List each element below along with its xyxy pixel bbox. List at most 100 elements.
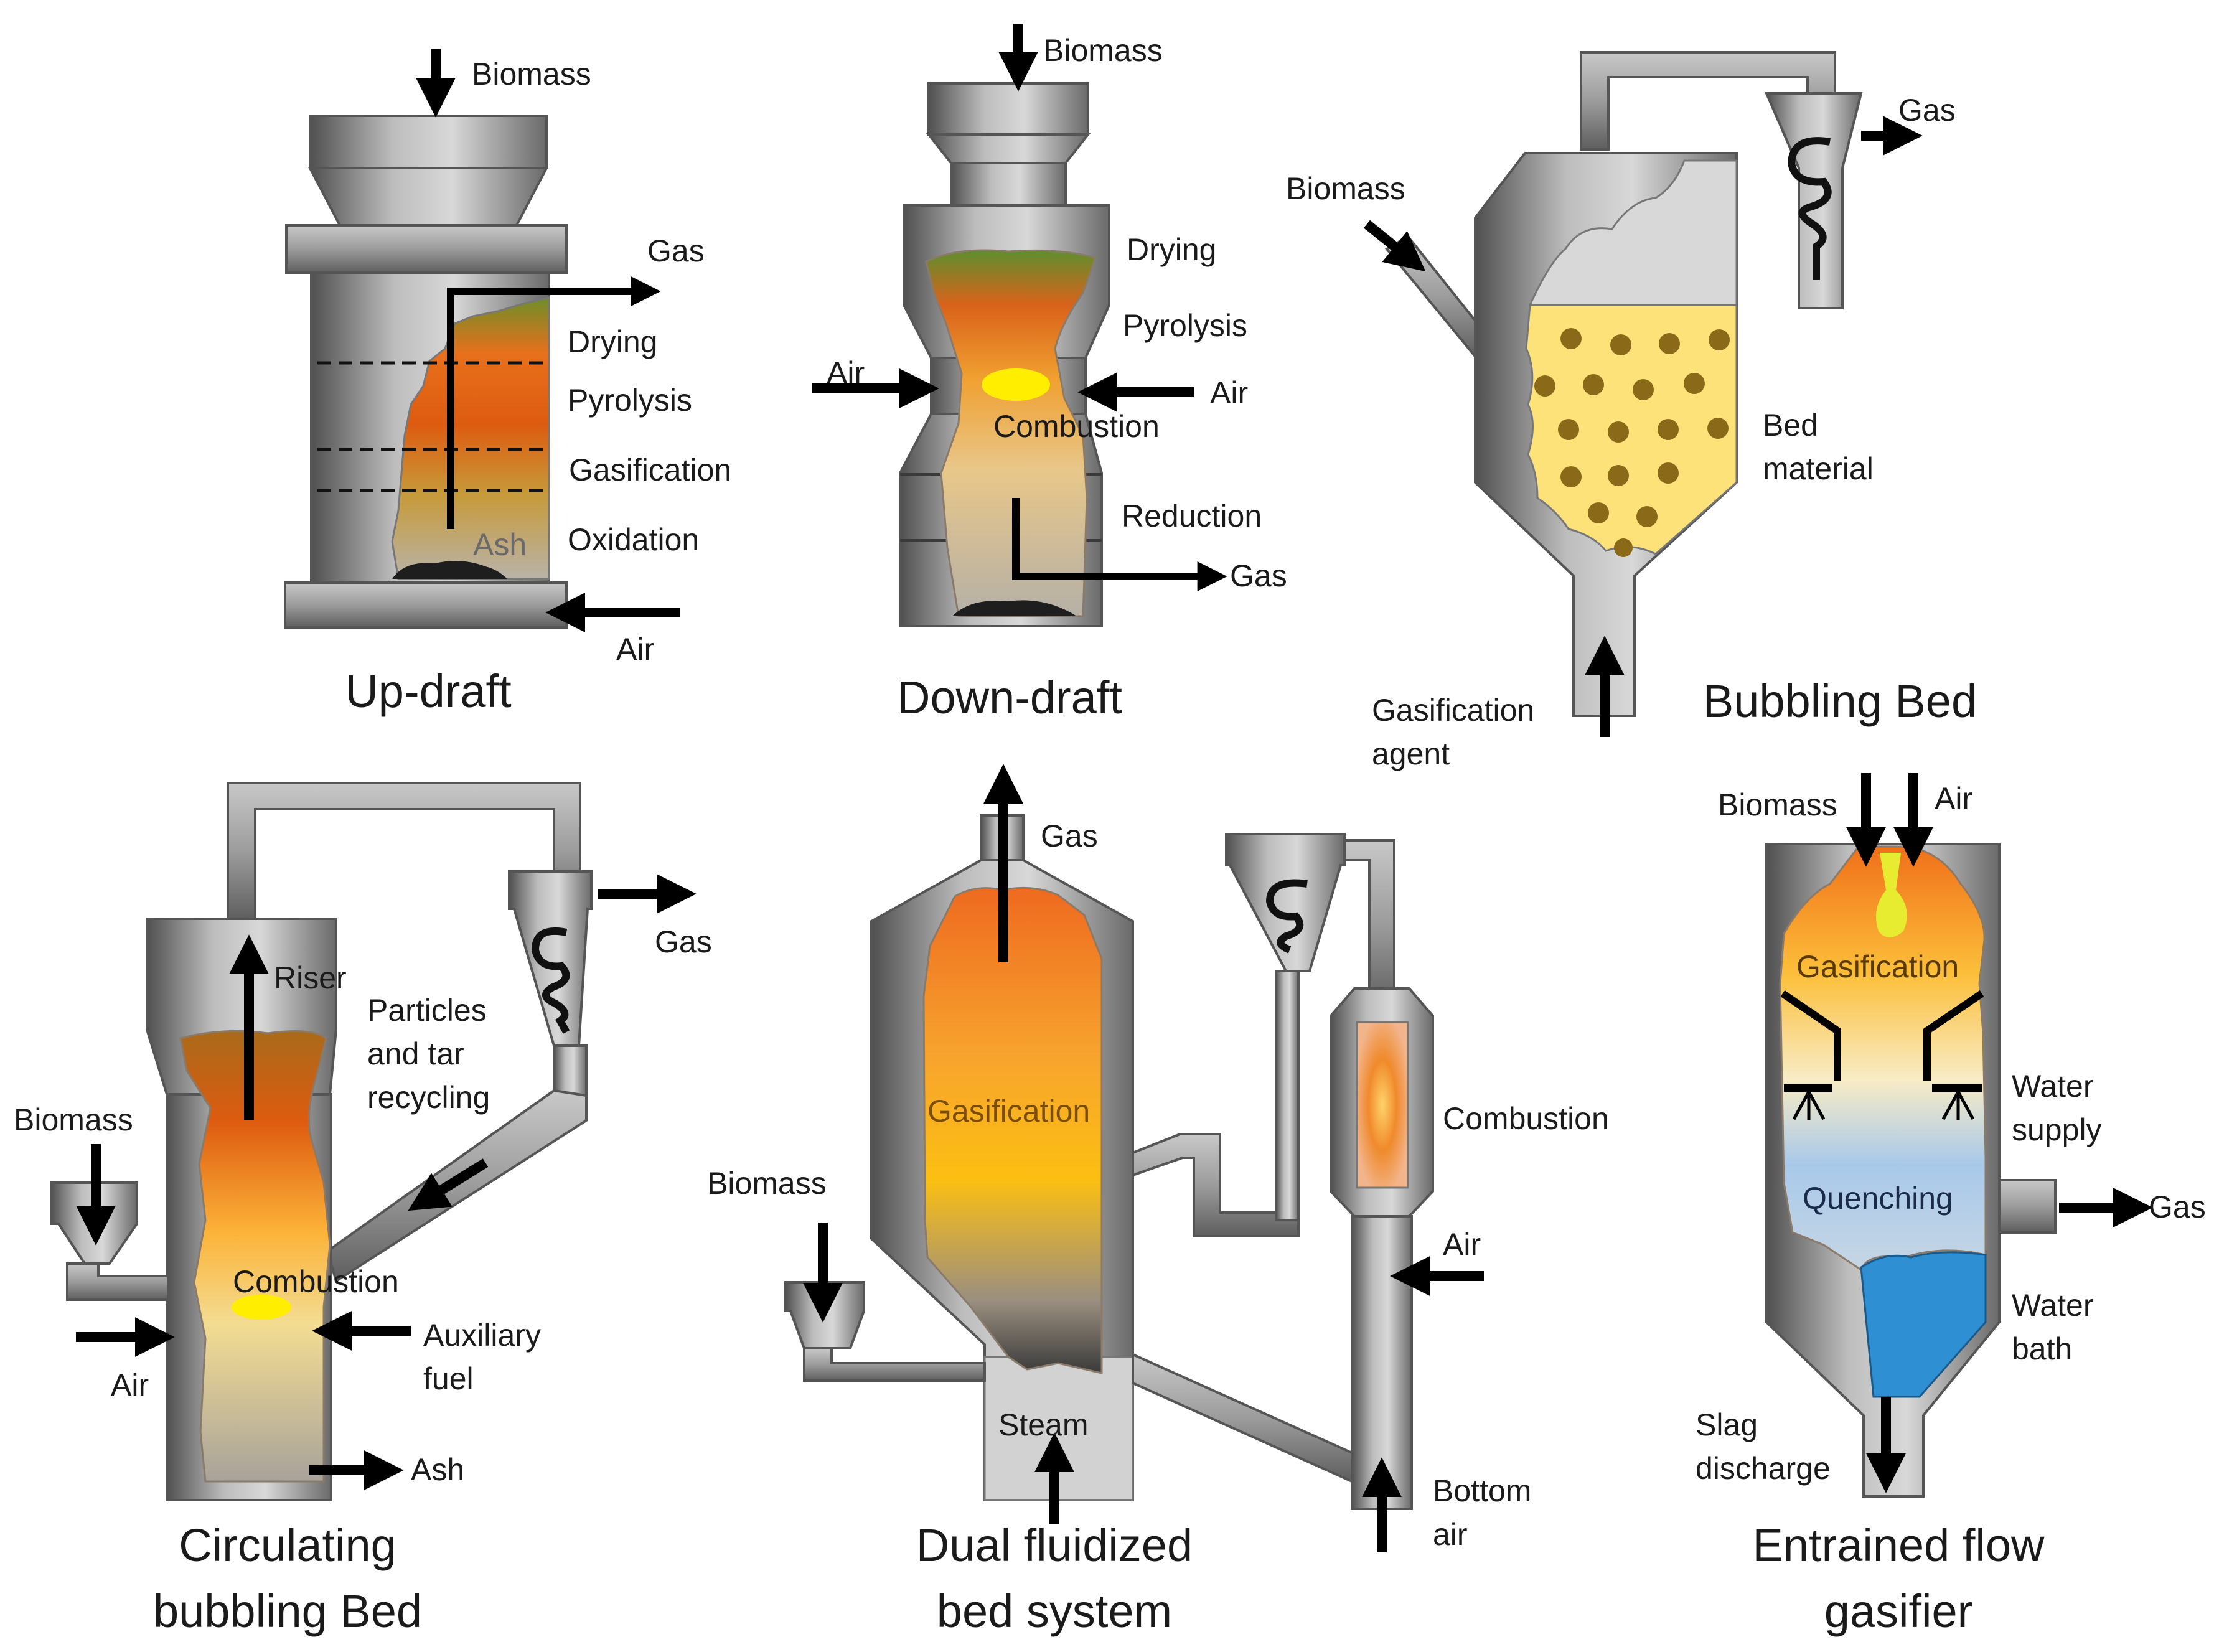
updraft-gasifier: Biomass Gas Drying Pyrolysis Gasificatio… <box>284 49 731 717</box>
bubbling-cyclone <box>1764 92 1863 309</box>
dual-air-label: Air <box>1443 1227 1481 1262</box>
updraft-ash-pile <box>392 561 507 579</box>
dual-title-2: bed system <box>937 1585 1172 1637</box>
entrained-baffle-right <box>1923 990 1984 1081</box>
circulating-title-2: bubbling Bed <box>153 1585 422 1637</box>
updraft-drying-label: Drying <box>568 324 657 359</box>
downdraft-biomass-label: Biomass <box>1043 33 1163 68</box>
circulating-cyclone <box>508 870 593 1047</box>
bubbling-bed-particles <box>1534 328 1730 557</box>
circulating-gas-label: Gas <box>655 924 712 959</box>
circulating-biomass-label: Biomass <box>14 1102 133 1137</box>
dual-steam-box <box>983 1356 1134 1501</box>
circulating-reaction-zone <box>179 1030 331 1483</box>
updraft-base <box>284 581 568 629</box>
entrained-flow-gasifier: Biomass Air Gasification Water supply Qu… <box>1696 773 2206 1637</box>
entrained-quenching-label: Quenching <box>1803 1181 1953 1216</box>
updraft-pyrolysis-label: Pyrolysis <box>568 383 692 418</box>
dual-bottom-air-label-1: Bottom <box>1433 1473 1531 1508</box>
downdraft-hopper-cone <box>926 133 1091 164</box>
dual-combustor-glow <box>1356 1021 1409 1189</box>
downdraft-reaction-zone <box>925 249 1097 617</box>
updraft-ash-label: Ash <box>473 527 527 562</box>
circulating-aux-label-2: fuel <box>423 1361 474 1396</box>
dual-biomass-label: Biomass <box>707 1166 827 1201</box>
bubbling-agent-label-2: agent <box>1372 736 1450 771</box>
entrained-slag-label-1: Slag <box>1696 1407 1758 1442</box>
bubbling-cyclone-spiral <box>1787 137 1832 280</box>
entrained-water-bath <box>1860 1251 1987 1398</box>
entrained-water-supply-label-2: supply <box>2012 1112 2102 1147</box>
circulating-recycle-label-1: Particles <box>367 993 487 1028</box>
circulating-bed-gasifier: Riser Particles and tar recycling Gas Bi… <box>14 782 712 1637</box>
updraft-hopper-cone <box>307 167 549 227</box>
downdraft-title: Down-draft <box>897 672 1122 723</box>
circulating-recycle-label-3: recycling <box>367 1080 490 1115</box>
circulating-title-1: Circulating <box>179 1519 396 1571</box>
bubbling-biomass-arrow <box>1363 220 1426 272</box>
bubbling-agent-label-1: Gasification <box>1372 693 1534 728</box>
updraft-flange <box>285 224 568 274</box>
updraft-air-label: Air <box>616 632 654 667</box>
entrained-biomass-label: Biomass <box>1718 787 1837 822</box>
circulating-ash-label: Ash <box>411 1452 464 1487</box>
downdraft-hopper-top <box>927 82 1089 136</box>
entrained-reaction-zone <box>1779 845 1987 1272</box>
updraft-gasification-label: Gasification <box>569 453 731 487</box>
circulating-recycle-label-2: and tar <box>367 1036 464 1071</box>
updraft-hopper-top <box>309 115 548 169</box>
entrained-title-2: gasifier <box>1824 1585 1973 1637</box>
bubbling-bed-label-2: material <box>1763 451 1874 486</box>
dual-cyclone-leg <box>1275 970 1300 1221</box>
entrained-air-label: Air <box>1935 781 1972 816</box>
downdraft-gasifier: Biomass Drying Pyrolysis Air Air Combust… <box>812 24 1287 723</box>
entrained-title-1: Entrained flow <box>1753 1519 2045 1571</box>
entrained-spray-nozzles <box>1792 1091 1975 1120</box>
entrained-water-bath-label-1: Water <box>2012 1288 2094 1323</box>
circulating-aux-label-1: Auxiliary <box>423 1318 541 1353</box>
entrained-gasification-label: Gasification <box>1796 949 1959 984</box>
downdraft-reduction-label: Reduction <box>1122 499 1262 533</box>
dual-title-1: Dual fluidized <box>916 1519 1193 1571</box>
bubbling-title: Bubbling Bed <box>1703 675 1977 727</box>
circulating-recycle-arrow <box>408 1158 489 1211</box>
dual-steam-label: Steam <box>998 1407 1089 1442</box>
dual-fluidized-bed: Gas Gasification Biomass Steam Combustio… <box>707 764 1609 1637</box>
dual-bottom-air-label-2: air <box>1433 1517 1468 1552</box>
downdraft-gas-label: Gas <box>1230 558 1287 593</box>
entrained-water-bath-label-2: bath <box>2012 1331 2072 1366</box>
dual-cyclone-spiral <box>1265 879 1308 954</box>
circulating-riser-label: Riser <box>274 960 347 995</box>
dual-crossover-pipe <box>1132 1133 1300 1237</box>
downdraft-gas-path <box>1012 498 1227 591</box>
dual-combustor-riser <box>1351 1215 1413 1510</box>
circulating-air-label: Air <box>111 1368 149 1402</box>
entrained-slag-label-2: discharge <box>1696 1451 1831 1486</box>
downdraft-combustion-label: Combustion <box>993 409 1160 444</box>
entrained-flame-core <box>1876 853 1907 937</box>
downdraft-air-left-label: Air <box>827 355 865 390</box>
updraft-gas-path <box>447 276 661 529</box>
downdraft-drying-label: Drying <box>1127 232 1216 267</box>
dual-return-pipe <box>1132 1352 1353 1484</box>
updraft-title: Up-draft <box>345 665 512 717</box>
dual-combustion-label: Combustion <box>1443 1101 1609 1136</box>
dual-combustor-cyclone <box>1225 833 1346 972</box>
downdraft-pyrolysis-label: Pyrolysis <box>1123 308 1247 343</box>
bubbling-biomass-label: Biomass <box>1286 171 1405 206</box>
updraft-biomass-label: Biomass <box>472 57 591 92</box>
downdraft-neck <box>950 162 1067 207</box>
circulating-cyclone-spiral <box>531 927 570 1034</box>
bubbling-bed-gasifier: Biomass Gas Bed material Gasification ag… <box>1286 51 1977 771</box>
updraft-reaction-zone <box>391 296 550 580</box>
downdraft-ash-pile <box>952 600 1077 616</box>
downdraft-combustion-flame <box>982 368 1050 401</box>
downdraft-air-right-label: Air <box>1210 375 1248 410</box>
bubbling-freeboard <box>1528 159 1738 306</box>
bubbling-bed-label-1: Bed <box>1763 408 1818 443</box>
updraft-gas-label: Gas <box>647 233 705 268</box>
dual-gasification-label: Gasification <box>927 1094 1090 1129</box>
circulating-combustion-flame <box>232 1295 291 1320</box>
bubbling-bed-material <box>1525 304 1738 555</box>
